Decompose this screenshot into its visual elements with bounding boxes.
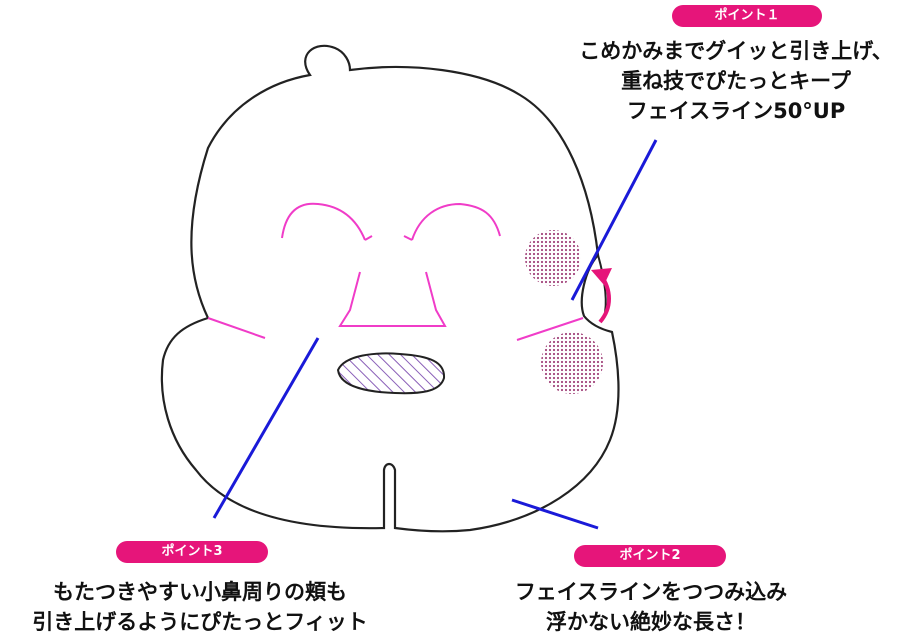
point-1-line-2: 重ね技でぴたっとキープ	[621, 69, 851, 93]
lower-cheek-spot	[541, 332, 603, 394]
right-eye-opening	[411, 202, 501, 241]
leader-line-point-1	[570, 139, 658, 301]
side-notch	[597, 254, 607, 319]
right-cheek-guide	[516, 317, 584, 341]
point-2-line-2: 浮かない絶妙な長さ！	[546, 610, 756, 634]
right-eye-hook	[403, 235, 413, 241]
point-3-line-2: 引き上げるようにぴたっとフィット	[32, 610, 368, 634]
point-1-badge: ポイント１	[672, 5, 822, 27]
point-3-line-1: もたつきやすい小鼻周りの頬も	[53, 580, 347, 604]
leader-line-point-2	[511, 498, 599, 530]
point-2-caption: フェイスラインをつつみ込み 浮かない絶妙な長さ！	[486, 577, 816, 637]
leader-line-point-3	[212, 337, 320, 519]
point-1-caption: こめかみまでグイッと引き上げ、 重ね技でぴたっとキープ フェイスライン50°UP	[560, 36, 912, 126]
mouth-opening	[336, 352, 446, 395]
point-1-line-3: フェイスライン50°UP	[626, 99, 846, 123]
mask-outline	[160, 44, 620, 533]
upper-cheek-spot	[525, 230, 581, 286]
point-3-caption: もたつきやすい小鼻周りの頬も 引き上げるようにぴたっとフィット	[20, 577, 380, 637]
point-2-line-1: フェイスラインをつつみ込み	[514, 580, 788, 604]
left-cheek-guide	[207, 317, 266, 339]
nose-cut	[338, 271, 447, 327]
left-eye-hook	[364, 235, 373, 241]
lift-arrow-head	[591, 268, 612, 285]
left-eye-opening	[281, 202, 366, 241]
point-2-badge: ポイント2	[574, 545, 726, 567]
point-1-line-1: こめかみまでグイッと引き上げ、	[579, 39, 893, 63]
point-3-badge: ポイント3	[116, 541, 268, 563]
